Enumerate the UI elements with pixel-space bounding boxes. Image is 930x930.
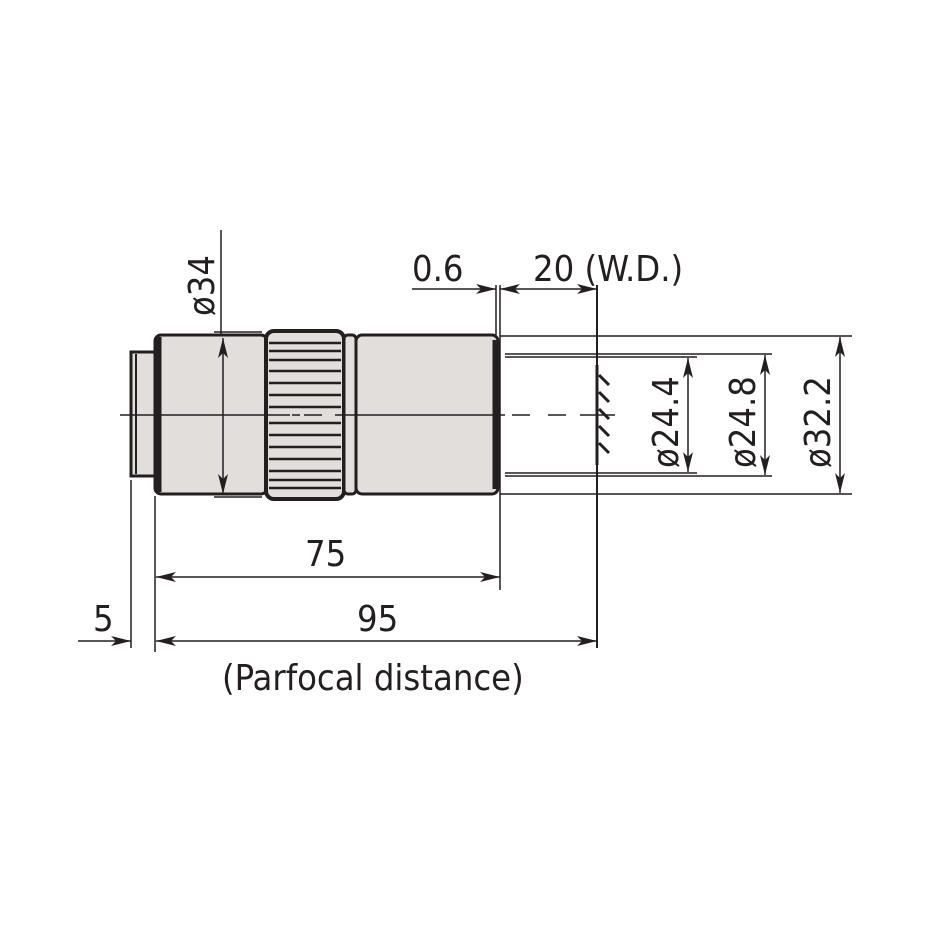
extension-lines-bottom (130, 480, 156, 652)
knurl-lines (269, 341, 341, 490)
dimension-len-75: 75 (156, 534, 500, 582)
label-dia-322: ø32.2 (798, 376, 839, 468)
dimension-dia-322: ø32.2 (798, 337, 845, 493)
mount-thread (129, 350, 157, 478)
label-parfocal: (Parfocal distance) (222, 658, 524, 699)
dimension-len-5: 5 (78, 599, 131, 646)
label-len-5: 5 (93, 599, 114, 640)
dimension-dia-244: ø24.4 (646, 358, 693, 472)
label-offset-06: 0.6 (412, 249, 464, 290)
focal-plane-hatch (595, 365, 611, 465)
label-wd-20: 20 (W.D.) (533, 249, 683, 290)
label-dia-244: ø24.4 (646, 376, 687, 468)
dimension-len-95: 95 (Parfocal distance) (156, 599, 597, 699)
label-len-95: 95 (357, 599, 398, 640)
label-len-75: 75 (305, 534, 346, 575)
extension-lines-right (500, 335, 852, 495)
label-dia-34: ø34 (182, 255, 223, 316)
dimension-dia-248: ø24.8 (723, 355, 770, 475)
dimension-wd: 0.6 20 (W.D.) (412, 249, 683, 648)
dimension-dia-34: ø34 (182, 230, 262, 498)
label-dia-248: ø24.8 (723, 376, 764, 468)
